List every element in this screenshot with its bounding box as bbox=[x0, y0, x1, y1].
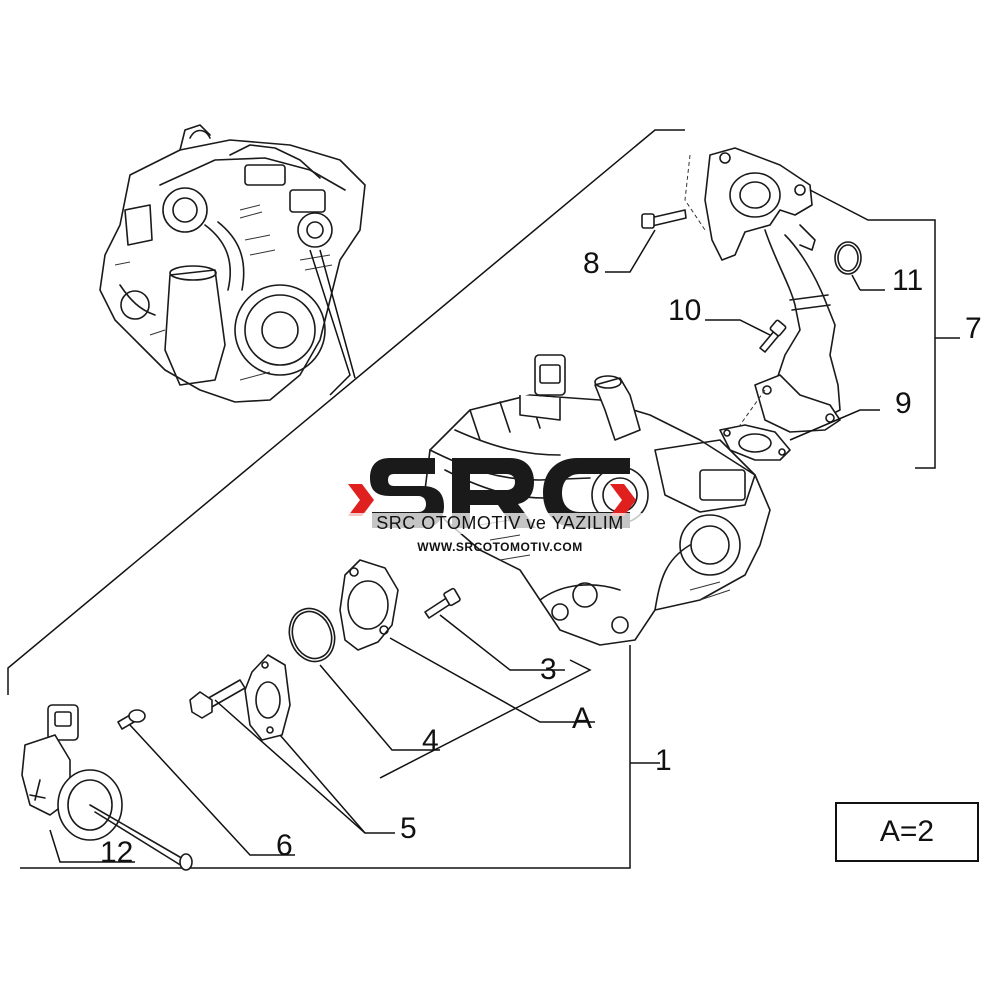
callout-11: 11 bbox=[892, 264, 923, 297]
quantity-note-text: A=2 bbox=[879, 815, 935, 848]
callout-3: 3 bbox=[540, 653, 557, 686]
leader-lines bbox=[49, 189, 960, 863]
callout-6: 6 bbox=[276, 829, 293, 862]
exhaust-gasket-icon bbox=[719, 424, 791, 461]
o-ring-icon bbox=[288, 607, 336, 663]
egr-valve-module-icon bbox=[424, 354, 771, 646]
callout-8: 8 bbox=[583, 247, 600, 280]
vacuum-actuator-icon bbox=[21, 704, 193, 871]
engine-illustration-icon bbox=[99, 124, 366, 403]
screw-icon bbox=[117, 709, 146, 730]
quantity-note-box: A=2 bbox=[835, 802, 979, 862]
long-bolt-icon bbox=[189, 679, 246, 719]
small-o-ring-icon bbox=[834, 241, 862, 275]
gasket-plate-icon bbox=[244, 654, 291, 741]
pipe-bolt-icon bbox=[759, 319, 787, 353]
watermark-company: SRC OTOMOTIV ve YAZILIM bbox=[345, 513, 655, 534]
watermark-url: WWW.SRCOTOMOTIV.COM bbox=[417, 540, 583, 554]
bolt-icon bbox=[424, 587, 461, 619]
callout-12: 12 bbox=[100, 836, 133, 869]
gasket-icon bbox=[339, 559, 399, 651]
callout-1: 1 bbox=[655, 744, 672, 777]
callout-A: A bbox=[572, 702, 592, 735]
callout-5: 5 bbox=[400, 812, 417, 845]
flange-bolt-icon bbox=[641, 209, 687, 229]
egr-pipe-icon bbox=[684, 147, 841, 433]
callout-9: 9 bbox=[895, 387, 912, 420]
callout-4: 4 bbox=[422, 724, 439, 757]
callout-10: 10 bbox=[668, 294, 701, 327]
assembly-frame bbox=[7, 129, 685, 869]
callout-7: 7 bbox=[965, 312, 982, 345]
